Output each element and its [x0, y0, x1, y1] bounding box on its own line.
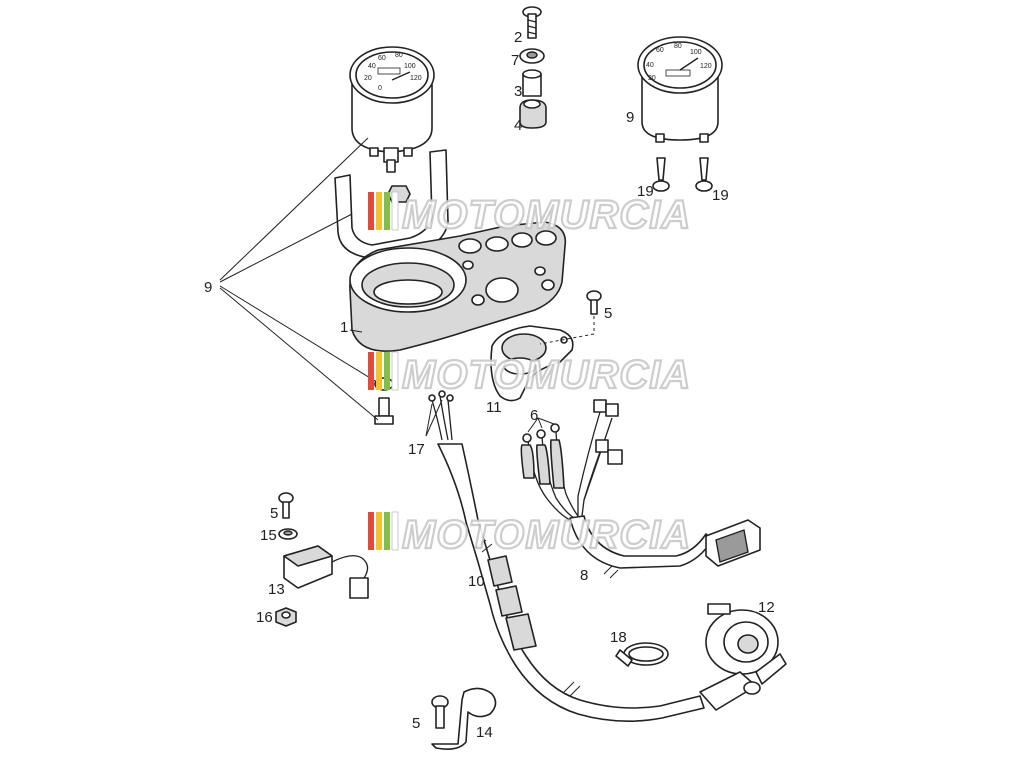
callout-5-left: 5 [270, 505, 278, 522]
screw-5-left [278, 492, 294, 519]
callout-5-upper: 5 [604, 305, 612, 322]
wiring-harness [520, 399, 761, 579]
watermark-1: MOTOMURCIA [368, 191, 691, 238]
screw-19-left [652, 157, 670, 192]
dial-tick-left-100: 100 [404, 63, 416, 70]
instrument-housing [349, 221, 567, 352]
watermark-text-2: MOTOMURCIA [402, 353, 691, 397]
dial-tick-right-60: 60 [656, 47, 664, 54]
grommet-4 [519, 99, 547, 129]
dial-tick-right-120: 120 [700, 63, 712, 70]
callout-7: 7 [511, 52, 519, 69]
module-13 [283, 545, 369, 599]
clip-14 [431, 687, 497, 750]
callout-16: 16 [256, 609, 273, 626]
callout-10: 10 [468, 573, 485, 590]
dial-tick-left-120: 120 [410, 75, 422, 82]
screw-5-bottom [431, 695, 449, 729]
callout-8: 8 [580, 567, 588, 584]
dial-tick-left-80: 80 [395, 52, 403, 59]
callout-19-right: 19 [712, 187, 729, 204]
callout-3: 3 [514, 83, 522, 100]
callout-12: 12 [758, 599, 775, 616]
nut-16 [275, 607, 297, 627]
spacer-3 [522, 69, 542, 97]
watermark-text-3: MOTOMURCIA [402, 513, 691, 557]
watermark-text-1: MOTOMURCIA [402, 193, 691, 237]
callout-9-right: 9 [626, 109, 634, 126]
callout-19-left: 19 [637, 183, 654, 200]
callout-2: 2 [514, 29, 522, 46]
callout-13: 13 [268, 581, 285, 598]
dial-tick-right-20: 20 [648, 75, 656, 82]
callout-6: 6 [530, 407, 538, 424]
callout-15: 15 [260, 527, 277, 544]
screw-2 [522, 6, 542, 39]
clamp-18 [615, 642, 669, 667]
warning-light-plate [490, 325, 574, 402]
callout-11: 11 [486, 399, 502, 416]
dial-tick-right-80: 80 [674, 43, 682, 50]
speedo-cable-10 [428, 390, 705, 722]
callout-18: 18 [610, 629, 627, 646]
dial-tick-right-100: 100 [690, 49, 702, 56]
leader-lines [219, 137, 595, 437]
dial-tick-right-40: 40 [646, 62, 654, 69]
washer-15 [278, 528, 298, 540]
washer-7 [519, 48, 545, 64]
dial-tick-left-20: 20 [364, 75, 372, 82]
callout-14: 14 [476, 724, 493, 741]
dial-tick-left-40: 40 [368, 63, 376, 70]
dial-zero-left: 0 [378, 85, 382, 92]
screw-5-upper [586, 290, 602, 315]
callout-1: 1 [340, 319, 348, 336]
watermark-2: MOTOMURCIA [368, 351, 691, 398]
screw-19-right [695, 157, 713, 192]
callout-9-left: 9 [204, 279, 212, 296]
speed-sensor-12 [699, 603, 787, 711]
callout-4: 4 [514, 117, 522, 134]
callout-labels: 2 7 3 4 9 19 19 9 1 5 11 6 17 5 15 8 10 … [204, 29, 775, 741]
dial-tick-left-60: 60 [378, 55, 386, 62]
callout-17: 17 [408, 441, 425, 458]
speedometer-left: 20 40 60 80 100 120 0 [349, 46, 435, 173]
callout-5-bottom: 5 [412, 715, 420, 732]
speedometer-right: 40 60 80 100 120 20 [637, 36, 723, 143]
watermark-3: MOTOMURCIA [368, 511, 691, 558]
